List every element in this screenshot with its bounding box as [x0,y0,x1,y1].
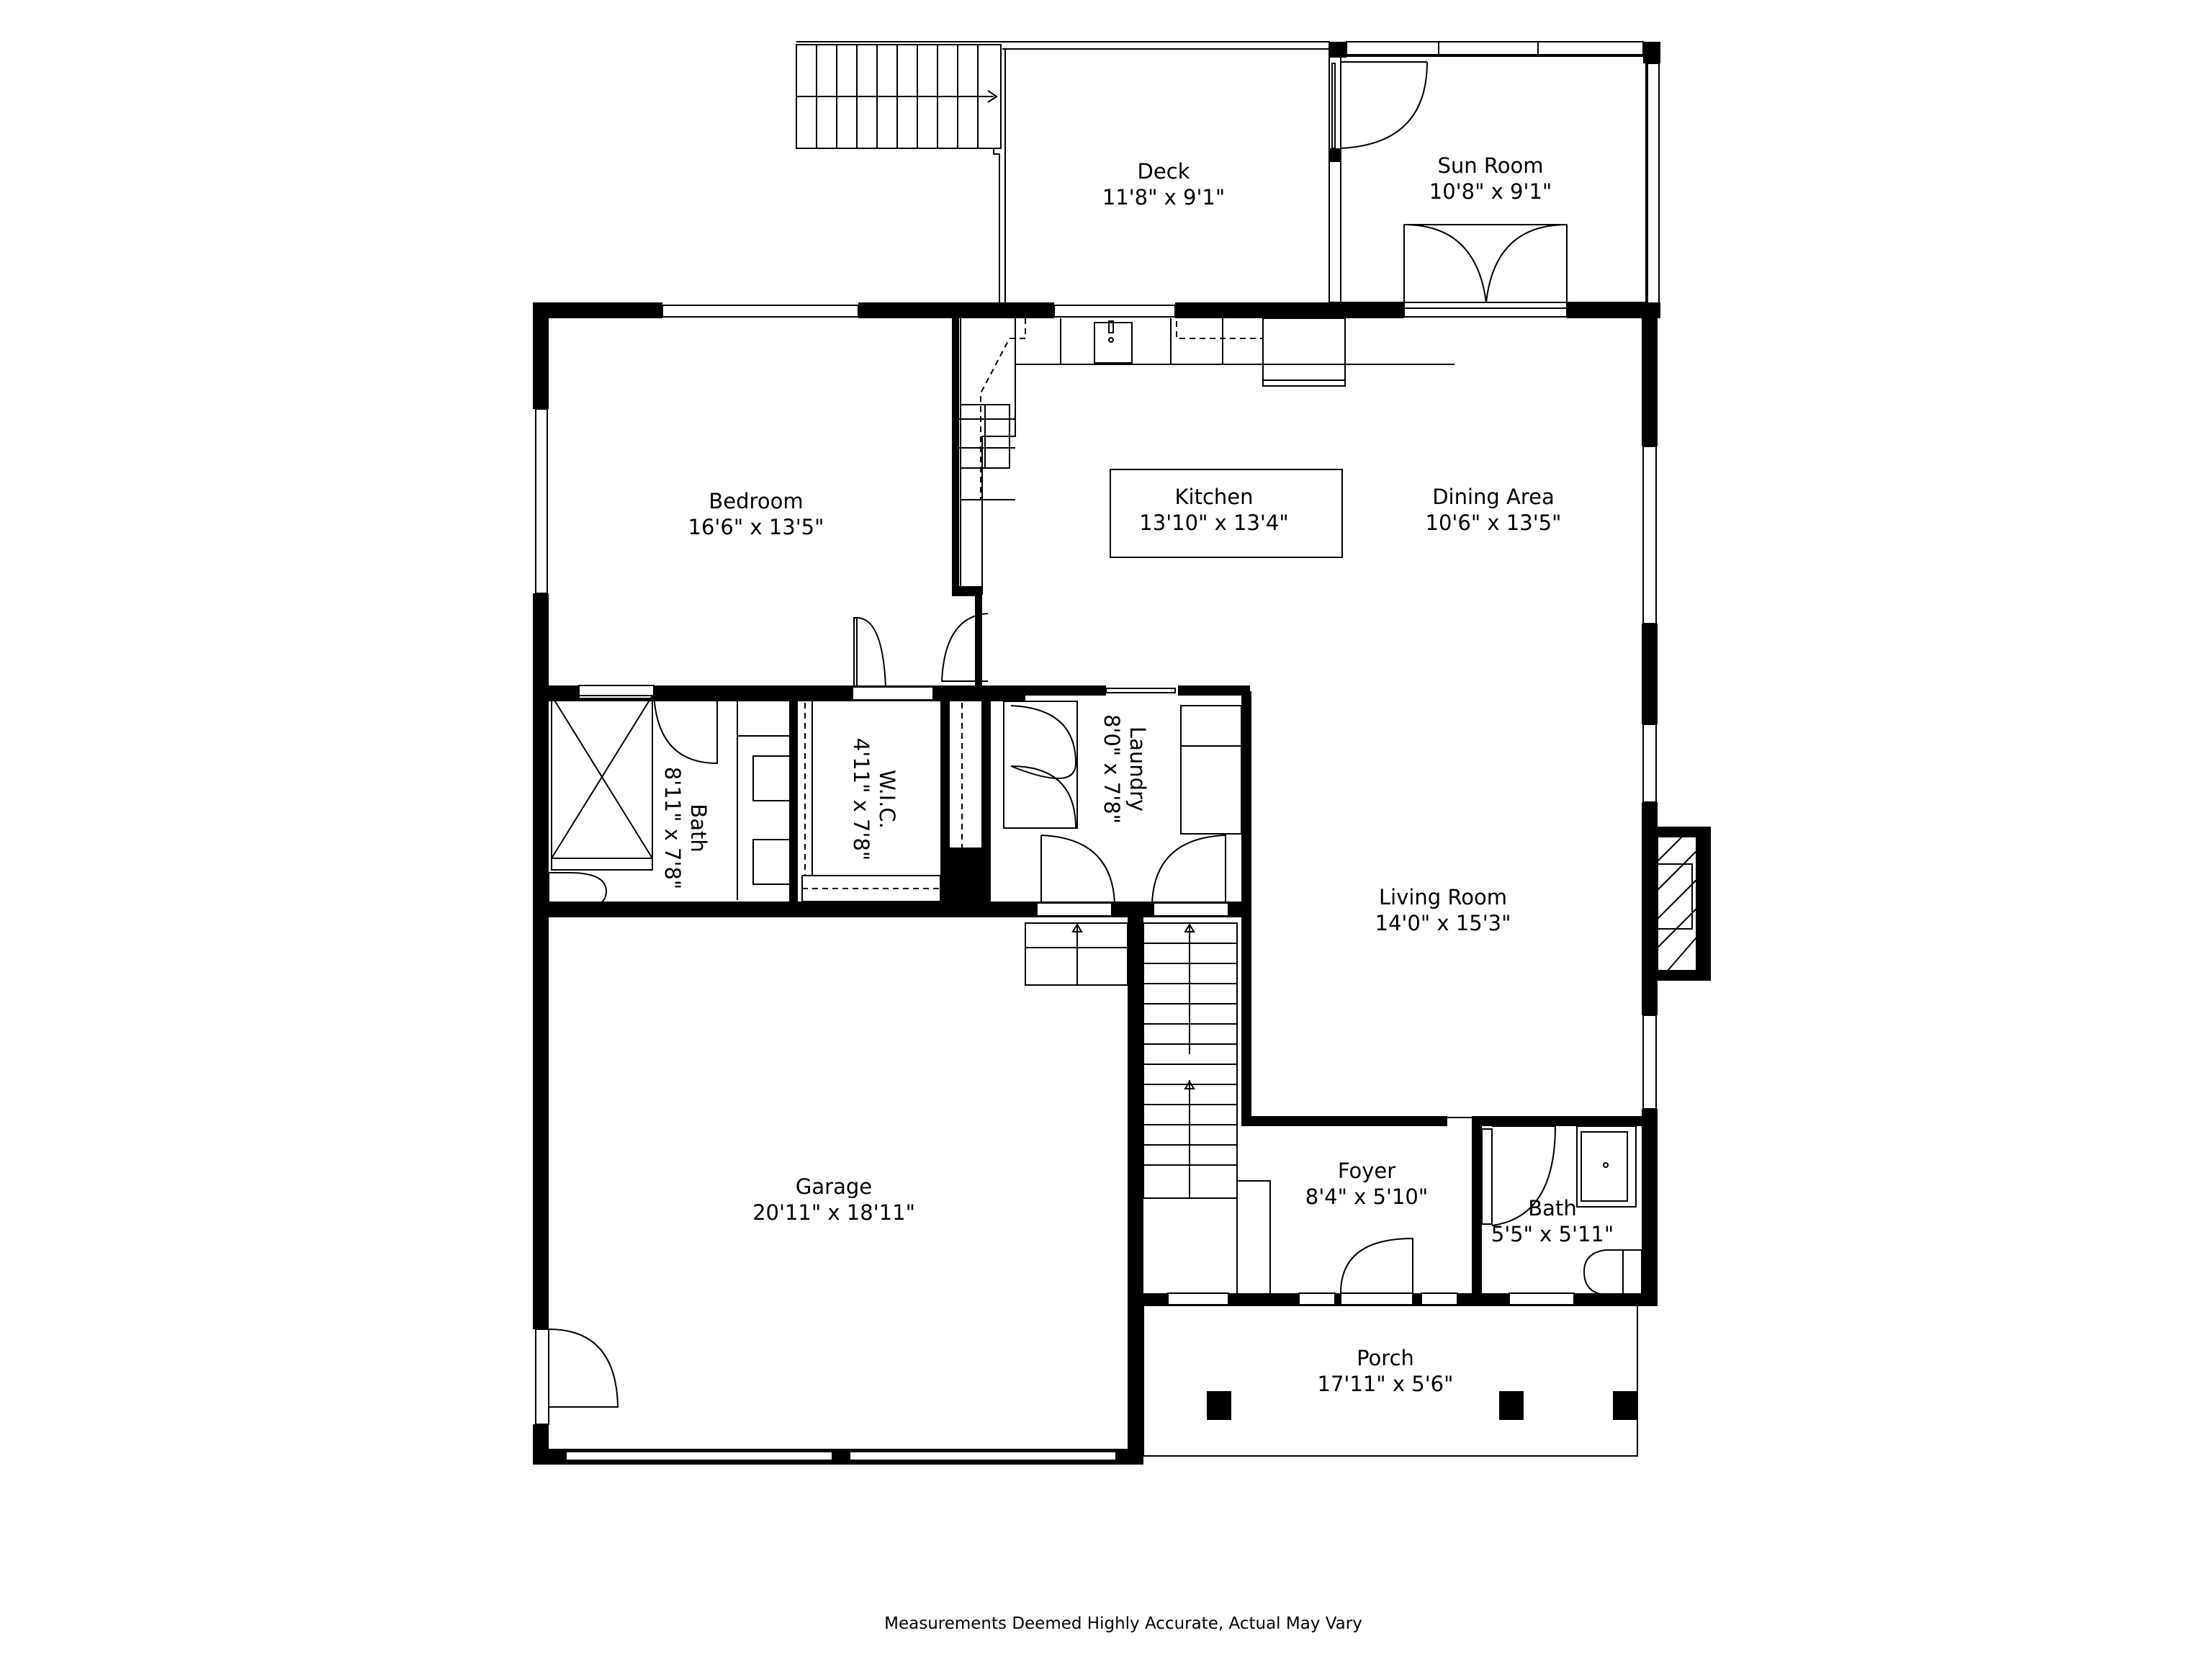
bedroom-doors[interactable] [533,613,1025,701]
room-label-bedroom: Bedroom 16'6" x 13'5" [688,489,824,539]
svg-text:20'11" x 18'11": 20'11" x 18'11" [752,1200,915,1225]
room-label-dining: Dining Area 10'6" x 13'5" [1426,485,1562,535]
main-stairs [1143,922,1271,1295]
svg-text:Bath: Bath [1528,1196,1576,1220]
room-label-porch: Porch 17'11" x 5'6" [1318,1346,1454,1396]
svg-text:Porch: Porch [1357,1346,1414,1370]
svg-text:Laundry: Laundry [1125,727,1150,811]
svg-text:17'11" x 5'6": 17'11" x 5'6" [1318,1372,1454,1396]
porch [1143,1306,1638,1457]
laundry-doors[interactable] [1003,688,1242,904]
room-label-bath2: Bath 5'5" x 5'11" [1491,1196,1614,1246]
sunroom-walls [1328,41,1660,309]
garage-door[interactable] [548,1328,619,1408]
room-label-wic: W.I.C. 4'11" x 7'8" [849,738,899,860]
svg-text:4'11" x 7'8": 4'11" x 7'8" [849,738,873,860]
wic-shelves [801,692,983,902]
room-label-deck: Deck 11'8" x 9'1" [1102,159,1225,210]
bath1-fixtures [533,691,796,914]
svg-text:Living Room: Living Room [1379,885,1507,909]
svg-text:Dining Area: Dining Area [1432,485,1555,509]
svg-text:W.I.C.: W.I.C. [875,770,899,829]
exterior-walls [533,302,1711,1303]
svg-text:13'10" x 13'4": 13'10" x 13'4" [1139,511,1288,535]
disclaimer-caption: Measurements Deemed Highly Accurate, Act… [884,1614,1362,1633]
svg-text:Kitchen: Kitchen [1175,485,1254,509]
svg-text:Deck: Deck [1138,159,1190,184]
garage-walls [533,916,1143,1465]
svg-text:Bath: Bath [686,804,711,852]
svg-text:14'0" x 15'3": 14'0" x 15'3" [1375,911,1511,935]
room-label-sunroom: Sun Room 10'8" x 9'1" [1429,153,1552,204]
foyer-front-door[interactable] [1340,1237,1413,1294]
fireplace [1657,836,1697,971]
svg-text:Garage: Garage [796,1174,872,1199]
kitchen-cabinets [952,317,1455,691]
svg-text:10'8" x 9'1": 10'8" x 9'1" [1429,179,1552,204]
room-label-kitchen: Kitchen 13'10" x 13'4" [1139,485,1288,535]
deck-stairs [796,44,1002,149]
svg-text:10'6" x 13'5": 10'6" x 13'5" [1426,511,1562,535]
room-label-bath1: Bath 8'11" x 7'8" [660,767,711,889]
room-label-garage: Garage 20'11" x 18'11" [752,1174,915,1225]
sunroom-door[interactable] [1331,61,1428,149]
interior-walls [533,685,1251,1123]
kitchen-island [1110,469,1343,558]
room-label-laundry: Laundry 8'0" x 7'8" [1100,714,1150,824]
foyer-walls [1143,1116,1658,1306]
svg-text:Bedroom: Bedroom [709,489,803,513]
svg-text:5'5" x 5'11": 5'5" x 5'11" [1491,1222,1614,1246]
sunroom-french-doors[interactable] [1403,224,1568,310]
bath2-fixtures[interactable] [1481,1125,1642,1295]
svg-text:Foyer: Foyer [1338,1159,1395,1183]
garage-steps [1025,922,1128,986]
svg-text:16'6" x 13'5": 16'6" x 13'5" [688,515,824,539]
room-label-living: Living Room 14'0" x 15'3" [1375,885,1511,935]
svg-text:8'0" x 7'8": 8'0" x 7'8" [1100,714,1124,824]
svg-text:11'8" x 9'1": 11'8" x 9'1" [1102,185,1225,210]
svg-text:8'4" x 5'10": 8'4" x 5'10" [1305,1184,1428,1209]
svg-text:Sun Room: Sun Room [1438,153,1544,178]
svg-text:8'11" x 7'8": 8'11" x 7'8" [660,767,685,889]
room-label-foyer: Foyer 8'4" x 5'10" [1305,1159,1428,1209]
